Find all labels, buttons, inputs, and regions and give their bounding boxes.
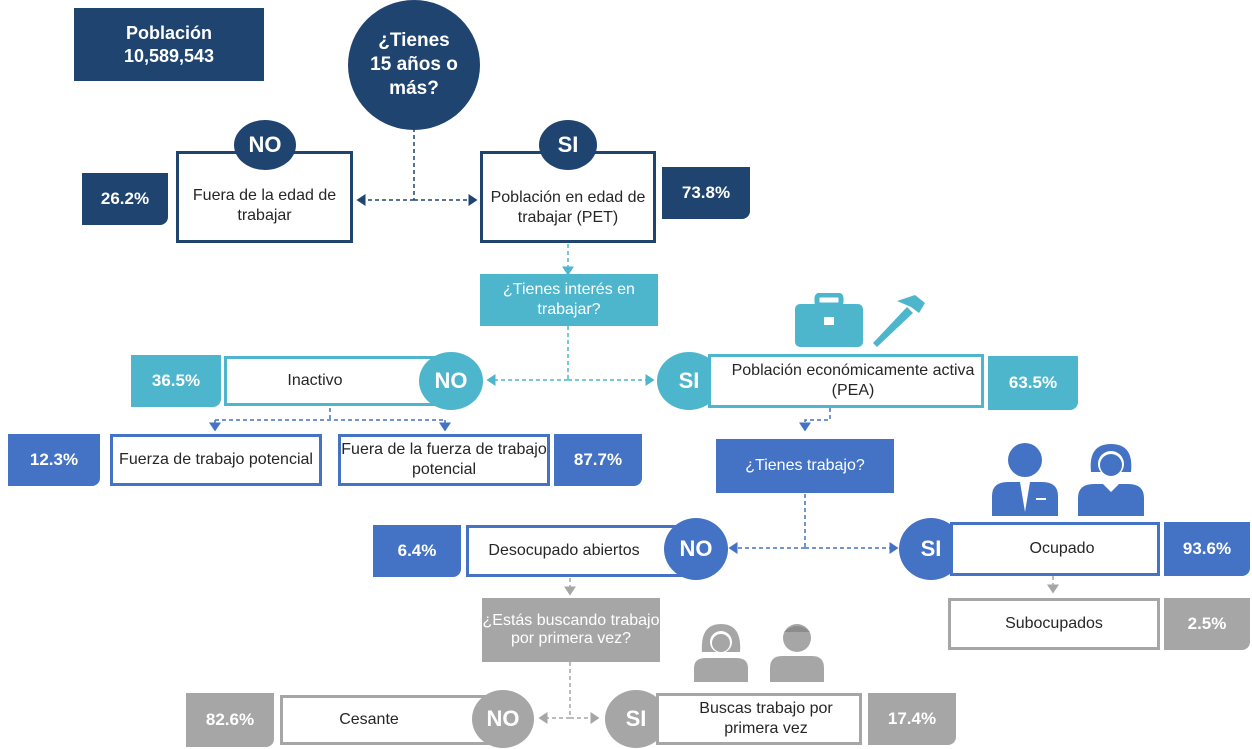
si-circle-pet: SI [539,120,597,170]
no-circle-cesante: NO [472,690,534,748]
desocupado-box: Desocupado abiertos [466,525,686,577]
man-icon [990,442,1060,516]
woman-head-icon [692,622,750,682]
desocupado-percent: 6.4% [373,525,461,577]
subocupados-box: Subocupados [948,598,1160,650]
poblacion-value: 10,589,543 [123,45,215,66]
root-question-circle: ¿Tienes 15 años o más? [348,0,480,130]
fuerza-potencial-box: Fuerza de trabajo potencial [110,434,322,486]
busca-box: Buscas trabajo por primera vez [656,693,862,745]
inactivo-box: Inactivo [224,356,456,406]
hammer-icon [867,293,927,349]
woman-icon [1076,442,1146,516]
inactivo-percent: 36.5% [131,355,221,407]
fuera-fuerza-percent: 87.7% [554,434,642,486]
ocupado-percent: 93.6% [1164,522,1250,576]
cesante-box: Cesante [280,695,498,745]
busca-percent: 17.4% [868,693,956,745]
briefcase-icon [795,292,863,347]
buscando-question-box: ¿Estás buscando trabajo por primera vez? [482,598,660,662]
pea-box: Población económicamente activa (PEA) [708,354,984,408]
subocupados-percent: 2.5% [1164,598,1250,650]
fuera-fuerza-box: Fuera de la fuerza de trabajo potencial [338,434,550,486]
poblacion-box: Población 10,589,543 [74,8,264,81]
no-circle-edad: NO [234,120,296,170]
man-head-icon [768,622,826,682]
fuera-edad-percent: 26.2% [82,173,168,225]
fuerza-potencial-percent: 12.3% [8,434,100,486]
pea-percent: 63.5% [988,356,1078,410]
poblacion-label: Población [125,23,212,43]
no-circle-inactivo: NO [419,352,483,410]
pet-percent: 73.8% [662,167,750,219]
ocupado-box: Ocupado [950,522,1160,576]
trabajo-question-box: ¿Tienes trabajo? [716,439,894,493]
cesante-percent: 82.6% [186,693,274,747]
no-circle-desocupado: NO [664,518,728,580]
interes-question-box: ¿Tienes interés en trabajar? [480,274,658,326]
